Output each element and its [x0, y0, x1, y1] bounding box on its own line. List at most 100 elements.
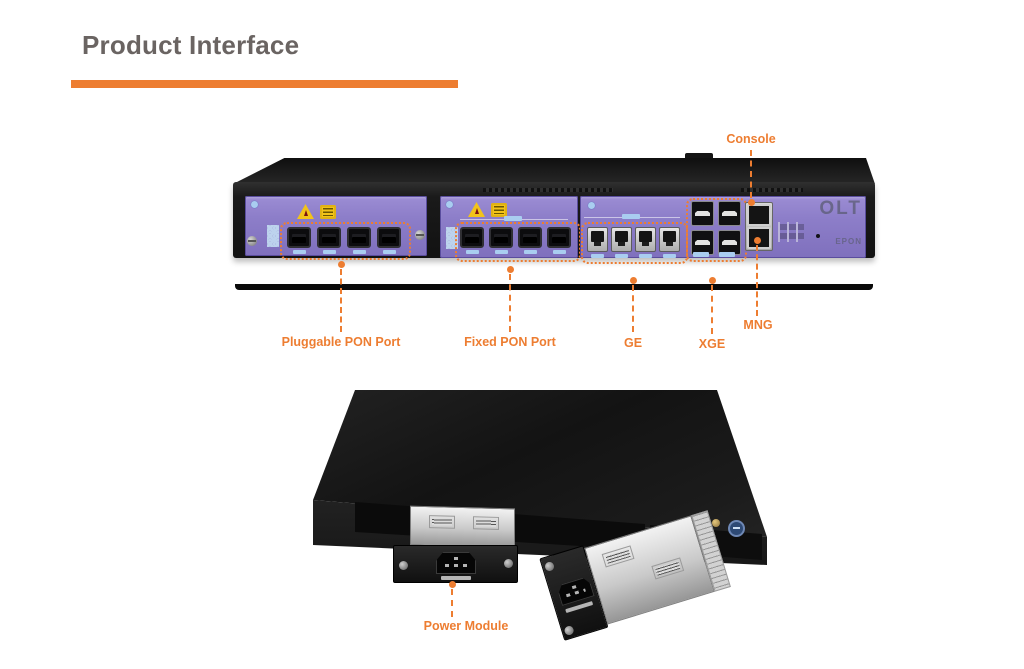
callout-line-ge — [632, 285, 634, 332]
sfp-slot-icon — [287, 227, 311, 248]
rj45-jack-icon — [587, 227, 608, 252]
callout-dot-fixed — [507, 266, 514, 273]
spec-sticker — [429, 515, 455, 529]
port-label-chip — [622, 214, 640, 219]
rj45-port — [635, 227, 656, 258]
sfp-port — [489, 227, 513, 254]
callout-ge: GE — [623, 336, 643, 350]
sfp-slot-icon — [489, 227, 513, 248]
chassis-top-face — [233, 158, 875, 184]
rj45-port — [611, 227, 632, 258]
grounding-icon — [728, 520, 745, 537]
reset-pinhole — [816, 234, 820, 238]
thumbscrew — [563, 624, 575, 637]
callout-pluggable-pon: Pluggable PON Port — [281, 335, 401, 349]
thumbscrew — [543, 560, 556, 573]
vent-slots — [483, 188, 613, 192]
port-label-chip — [639, 254, 652, 258]
olt-front-view: OLT EPON — [233, 150, 875, 290]
callout-line-fixed — [509, 274, 511, 332]
callout-dot-power — [449, 581, 456, 588]
chassis-bottom-edge — [235, 284, 873, 290]
sfp-port — [460, 227, 484, 254]
spec-sticker — [651, 557, 685, 580]
iec-power-inlet-icon — [436, 552, 476, 574]
laser-warning-icon — [297, 204, 314, 219]
callout-power-module: Power Module — [423, 619, 509, 633]
port-label-chip — [663, 254, 676, 258]
pluggable-pon-card — [245, 196, 427, 260]
port-label-chip — [292, 250, 306, 254]
pluggable-pon-highlight-box — [280, 222, 411, 260]
fixed-pon-card — [440, 196, 581, 262]
thumbscrew — [399, 561, 408, 570]
sfp-slot-icon — [518, 227, 542, 248]
main-board-card: OLT EPON — [580, 196, 866, 264]
port-label-chip — [465, 250, 479, 254]
port-label-chip — [615, 254, 628, 258]
grounding-screw — [712, 519, 720, 527]
vent-slots — [741, 188, 803, 192]
spec-sticker — [601, 545, 635, 568]
led-matrix — [778, 222, 804, 242]
callout-line-power — [451, 589, 453, 617]
callout-line-xge — [711, 285, 713, 334]
pluggable-pon-ports — [287, 227, 401, 254]
callout-dot-mng — [754, 237, 761, 244]
callout-line-mng — [756, 245, 758, 316]
led-indicator — [588, 202, 595, 209]
callout-dot-xge — [709, 277, 716, 284]
callout-line-console — [750, 150, 752, 198]
fixed-pon-ports — [460, 227, 571, 254]
caution-label-icon — [320, 205, 336, 219]
callout-console: Console — [726, 132, 776, 146]
rj45-jack-icon — [659, 227, 680, 252]
sfp-port — [287, 227, 311, 254]
spec-sticker — [473, 516, 499, 530]
sfp-port — [547, 227, 571, 254]
sfp-slot-icon — [377, 227, 401, 248]
sfp-slot-icon — [347, 227, 371, 248]
caution-label-icon — [491, 203, 507, 217]
xge-ports — [691, 201, 741, 257]
sfp-slot-icon — [317, 227, 341, 248]
port-label-chip — [382, 250, 396, 254]
port-label-chip — [591, 254, 604, 258]
status-leds — [267, 225, 279, 247]
callout-xge: XGE — [698, 337, 726, 351]
sfp-slot-icon — [460, 227, 484, 248]
device-logo: OLT — [819, 198, 862, 219]
laser-warning-icon — [468, 202, 485, 217]
sfp-plus-cage-icon — [718, 201, 741, 226]
screw — [415, 230, 425, 240]
thumbscrew — [504, 559, 513, 568]
ge-ports — [587, 227, 680, 258]
callout-mng: MNG — [743, 318, 773, 332]
port-label-chip — [523, 250, 537, 254]
chassis-front-panel: OLT EPON — [233, 182, 875, 290]
led-indicator — [251, 201, 258, 208]
power-module-left-body — [410, 505, 515, 549]
chassis-top-tab — [685, 153, 713, 160]
sfp-port — [518, 227, 542, 254]
port-label-chip — [719, 252, 735, 257]
callout-dot-ge — [630, 277, 637, 284]
title-underline-bar — [71, 80, 458, 88]
rj45-port — [659, 227, 680, 258]
device-model-label: EPON — [835, 237, 862, 246]
port-label-chip — [322, 250, 336, 254]
port-label-chip — [494, 250, 508, 254]
led-indicator — [446, 201, 453, 208]
sfp-port — [347, 227, 371, 254]
rj45-jack-icon — [611, 227, 632, 252]
port-label-chip — [552, 250, 566, 254]
power-module-left-faceplate — [393, 545, 518, 583]
port-label-chip — [693, 252, 709, 257]
console-port — [747, 204, 771, 226]
page-title: Product Interface — [82, 30, 300, 60]
module-label — [441, 576, 471, 580]
rj45-port — [587, 227, 608, 258]
callout-dot-pluggable — [338, 261, 345, 268]
olt-rear-view — [300, 383, 780, 658]
